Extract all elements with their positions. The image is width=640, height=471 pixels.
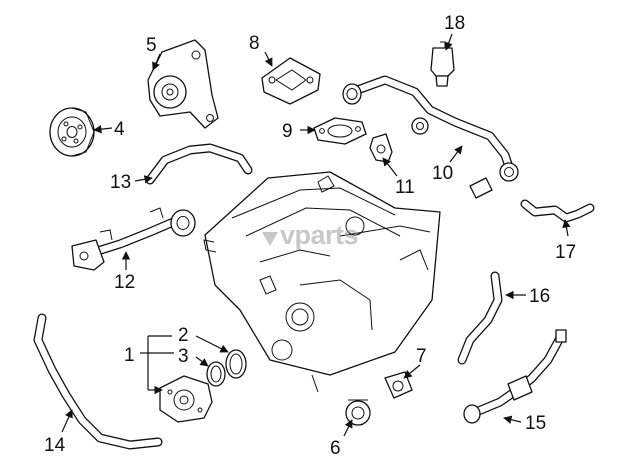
callout-14: 14 bbox=[44, 435, 66, 456]
hose-part-13 bbox=[145, 143, 253, 185]
callout-6: 6 bbox=[330, 438, 341, 459]
callout-8: 8 bbox=[249, 33, 260, 54]
callout-2: 2 bbox=[178, 325, 189, 346]
watermark-text: vparts bbox=[280, 220, 358, 250]
o-rings-parts-2-3 bbox=[206, 349, 247, 387]
hose-part-14 bbox=[33, 313, 163, 450]
callout-12: 12 bbox=[114, 272, 135, 293]
callout-labels: 1 2 3 4 5 6 7 8 9 10 11 12 13 14 15 16 1… bbox=[44, 13, 576, 459]
sensor-part-18 bbox=[430, 41, 455, 87]
hose-part-17 bbox=[520, 199, 595, 223]
callout-3: 3 bbox=[178, 346, 189, 367]
callout-18: 18 bbox=[444, 13, 465, 34]
callout-4: 4 bbox=[114, 119, 125, 140]
callout-10: 10 bbox=[432, 163, 453, 184]
callout-13: 13 bbox=[110, 172, 131, 193]
bypass-pipe-part-15 bbox=[463, 329, 567, 424]
engine-block bbox=[203, 171, 441, 393]
gasket-part-11 bbox=[369, 133, 393, 163]
callout-7: 7 bbox=[416, 346, 427, 367]
callout-1: 1 bbox=[124, 345, 135, 366]
hose-part-16 bbox=[457, 271, 503, 365]
callout-9: 9 bbox=[282, 121, 293, 142]
thermostat-part-6 bbox=[345, 399, 371, 426]
callout-16: 16 bbox=[529, 286, 550, 307]
callout-5: 5 bbox=[146, 35, 157, 56]
gasket-part-9 bbox=[313, 117, 367, 145]
water-pump-part bbox=[147, 39, 219, 129]
callout-11: 11 bbox=[395, 177, 415, 198]
inlet-pipe-part-12 bbox=[71, 207, 196, 271]
water-pipe-part-10 bbox=[342, 75, 519, 199]
thermostat-housing-part-1 bbox=[159, 375, 213, 423]
leader-lines bbox=[61, 33, 571, 437]
callout-17: 17 bbox=[555, 242, 576, 263]
gasket-part-7 bbox=[384, 371, 413, 399]
cover-plate-part bbox=[261, 57, 321, 105]
pulley-part bbox=[49, 107, 95, 157]
callout-15: 15 bbox=[525, 413, 546, 434]
watermark-logo: vparts bbox=[262, 220, 359, 250]
